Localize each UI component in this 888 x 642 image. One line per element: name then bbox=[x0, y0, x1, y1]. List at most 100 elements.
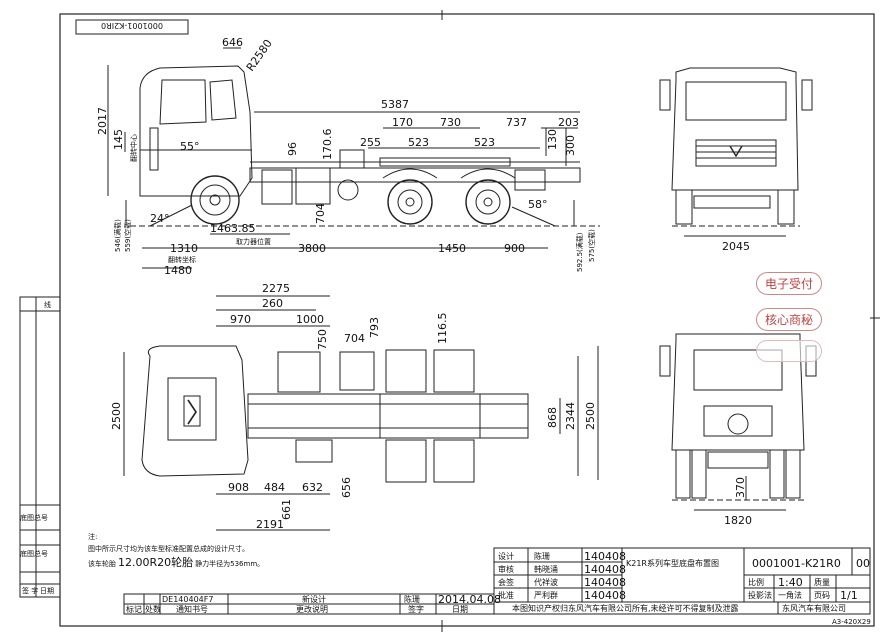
stamp-faint bbox=[756, 340, 822, 362]
rev-col-count: 处数 bbox=[145, 604, 161, 614]
dim-145: 145 bbox=[112, 129, 125, 150]
dim-angle-58: 58° bbox=[528, 198, 548, 211]
title-block bbox=[123, 547, 871, 615]
dim-170-6: 170.6 bbox=[321, 129, 334, 161]
tb-date-approve: 140408 bbox=[584, 589, 626, 602]
strip-label-base-no-2: 底图总号 bbox=[20, 549, 48, 558]
dim-370: 370 bbox=[734, 477, 747, 498]
dim-170: 170 bbox=[392, 116, 413, 129]
dim-730: 730 bbox=[440, 116, 461, 129]
mirrored-drawing-number: 0001001-K2IR0 bbox=[101, 21, 163, 30]
dim-r2580: R2580 bbox=[244, 37, 275, 74]
fuel-tank bbox=[261, 169, 293, 205]
cab-outline bbox=[139, 65, 253, 197]
tb-page-label: 页码 bbox=[814, 591, 830, 600]
tb-scale-value: 1:40 bbox=[778, 576, 803, 589]
front-view bbox=[659, 67, 813, 237]
dim-868: 868 bbox=[546, 407, 559, 428]
sheet-border bbox=[59, 13, 875, 627]
strip-label-date: 日期 bbox=[40, 587, 54, 595]
dim-737: 737 bbox=[506, 116, 527, 129]
dim-angle-24: 24° bbox=[150, 212, 170, 225]
tb-name-cosign: 代祥波 bbox=[534, 577, 558, 587]
rev-col-notice: 通知书号 bbox=[176, 604, 208, 614]
tb-name-design: 陈珊 bbox=[534, 551, 550, 561]
dim-750: 750 bbox=[316, 329, 329, 350]
dim-300: 300 bbox=[564, 135, 577, 156]
dim-793: 793 bbox=[368, 317, 381, 338]
drawing-number: 0001001-K21R0 bbox=[752, 557, 841, 570]
dim-559: 559(空载) bbox=[123, 219, 132, 252]
title-block-text: 设计 审核 会签 批准 陈珊 韩晓涌 代祥波 严利群 140408 140408… bbox=[126, 550, 871, 626]
dim-130: 130 bbox=[546, 129, 559, 150]
dim-96: 96 bbox=[286, 142, 299, 156]
top-view-dimensions: 2275 260 970 1000 750 704 793 116.5 2500… bbox=[110, 282, 597, 531]
front-grille bbox=[695, 139, 777, 167]
dim-203: 203 bbox=[558, 116, 579, 129]
top-cab-outline bbox=[141, 345, 249, 477]
tb-page-value: 1/1 bbox=[840, 589, 858, 602]
tb-copyright: 本图知识产权归东风汽车有限公司所有,未经许可不得复制及泄露 bbox=[512, 603, 739, 613]
dim-116-5: 116.5 bbox=[436, 313, 449, 345]
tb-role-cosign: 会签 bbox=[498, 577, 514, 587]
top-frame bbox=[247, 393, 529, 439]
rev-col-mark: 标记 bbox=[126, 604, 142, 614]
top-view bbox=[123, 295, 599, 531]
dim-575: 575(空载) bbox=[587, 229, 596, 262]
tb-date-review: 140408 bbox=[584, 563, 626, 576]
sheet-size: A3-420X29 bbox=[832, 618, 871, 626]
dim-3800: 3800 bbox=[298, 242, 326, 255]
label-tilt-center: 翻转中心 bbox=[129, 134, 138, 162]
left-margin-strip: 线 底图总号 底图总号 签 字 日期 bbox=[19, 296, 61, 598]
dim-2500-right: 2500 bbox=[584, 402, 597, 430]
dim-1480: 1480 bbox=[164, 264, 192, 277]
dim-2275: 2275 bbox=[262, 282, 290, 295]
dim-1463-85: 1463.85 bbox=[210, 222, 256, 235]
rev-col-date: 日期 bbox=[452, 605, 468, 614]
drawing-title: K21R系列车型底盘布置图 bbox=[626, 558, 719, 568]
dim-908: 908 bbox=[228, 481, 249, 494]
dim-260: 260 bbox=[262, 297, 283, 310]
dim-704-top: 704 bbox=[344, 332, 365, 345]
tb-name-approve: 严利群 bbox=[534, 590, 558, 600]
dim-5387: 5387 bbox=[381, 98, 409, 111]
tb-role-approve: 批准 bbox=[498, 590, 514, 600]
rev-col-change: 更改说明 bbox=[296, 604, 328, 614]
tb-scale-label: 比例 bbox=[748, 577, 764, 587]
side-view-dimensions: 646 R2580 5387 2017 145 翻转中心 55° 96 170.… bbox=[96, 36, 596, 277]
notes-line-1: 图中所示尺寸均为该车型标准配置总成的设计尺寸。 bbox=[88, 544, 249, 553]
dim-2344: 2344 bbox=[564, 402, 577, 430]
rev-col-sign: 签字 bbox=[408, 604, 424, 614]
rev-date: 2014.04.08 bbox=[438, 593, 501, 606]
strip-label-line: 线 bbox=[44, 300, 51, 309]
dim-1310: 1310 bbox=[170, 242, 198, 255]
rev-type: 新设计 bbox=[302, 594, 326, 604]
tb-company: 东风汽车有限公司 bbox=[782, 603, 846, 613]
dim-2045: 2045 bbox=[722, 240, 750, 253]
notes-title: 注: bbox=[88, 532, 97, 541]
dim-523-a: 523 bbox=[408, 136, 429, 149]
dim-646: 646 bbox=[222, 36, 243, 49]
top-fuel-tank bbox=[277, 351, 321, 393]
dim-592-5: 592.5(满载) bbox=[575, 232, 584, 272]
dim-2500-left: 2500 bbox=[110, 402, 123, 430]
dim-1450: 1450 bbox=[438, 242, 466, 255]
dim-900: 900 bbox=[504, 242, 525, 255]
drawing-version: 00 bbox=[856, 557, 870, 570]
rev-person: 陈珊 bbox=[404, 594, 420, 604]
dim-1820: 1820 bbox=[724, 514, 752, 527]
dim-661: 661 bbox=[280, 499, 293, 520]
air-tank bbox=[337, 179, 359, 201]
stamp-electronic-receipt: 电子受付 bbox=[756, 272, 823, 295]
tb-date-design: 140408 bbox=[584, 550, 626, 563]
tb-role-review: 审核 bbox=[498, 564, 514, 574]
dim-546: 546(满载) bbox=[113, 219, 122, 252]
dim-angle-55: 55° bbox=[180, 140, 200, 153]
cab-window bbox=[159, 79, 207, 125]
tb-projection-label: 投影法 bbox=[748, 590, 772, 600]
label-pto: 取力器位置 bbox=[236, 237, 271, 246]
strip-label-base-no-1: 底图总号 bbox=[20, 513, 48, 522]
label-tilt-coord: 翻转坐标 bbox=[168, 255, 196, 264]
